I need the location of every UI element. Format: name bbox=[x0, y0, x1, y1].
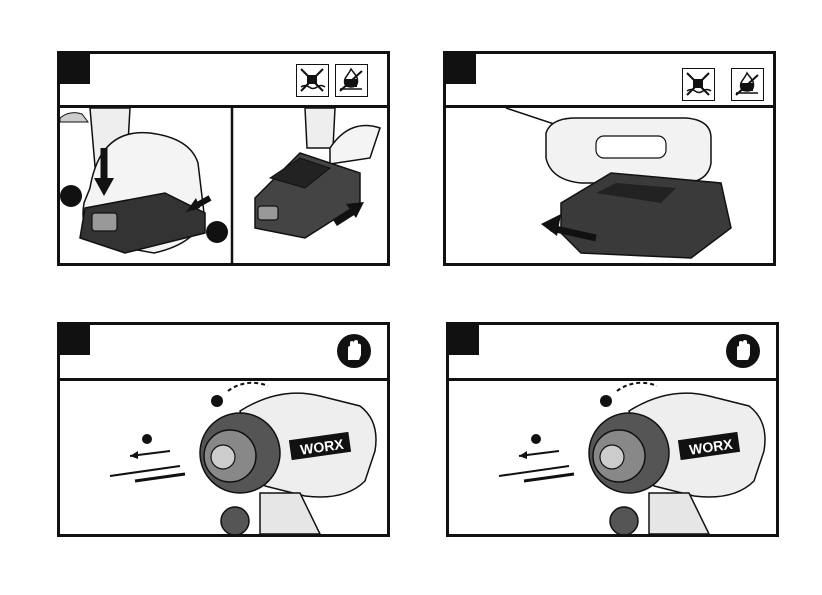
chuck-bit-insertion-illustration: WORX bbox=[60, 381, 387, 534]
step-panel-4: WORX bbox=[446, 322, 779, 537]
no-water-immersion-icon bbox=[682, 68, 715, 101]
no-water-immersion-icon bbox=[296, 64, 329, 97]
panel-body bbox=[60, 108, 387, 263]
callout-marker-1 bbox=[60, 185, 82, 207]
no-fire-icon bbox=[731, 68, 764, 101]
panel-body: WORX bbox=[449, 381, 776, 534]
step-number-badge bbox=[449, 325, 479, 355]
step-number-badge bbox=[446, 54, 476, 84]
remove-battery-illustration bbox=[255, 108, 380, 238]
panel-header bbox=[60, 325, 387, 381]
panel-header bbox=[60, 54, 387, 108]
callout-marker-2 bbox=[206, 221, 228, 243]
battery-charging-illustration bbox=[446, 108, 773, 263]
step-panel-3: WORX bbox=[57, 322, 390, 537]
step-panel-2 bbox=[443, 51, 776, 266]
wear-gloves-icon bbox=[337, 334, 371, 368]
panel-body: WORX bbox=[60, 381, 387, 534]
step-panel-1 bbox=[57, 51, 390, 266]
step-number-badge bbox=[60, 54, 90, 84]
step-number-badge bbox=[60, 325, 90, 355]
no-fire-icon bbox=[335, 64, 368, 97]
panel-body bbox=[446, 108, 773, 263]
panel-header bbox=[449, 325, 776, 381]
wear-gloves-icon bbox=[726, 334, 760, 368]
panel-header bbox=[446, 54, 773, 108]
chuck-bit-insertion-illustration: WORX bbox=[449, 381, 776, 534]
insert-battery-illustration bbox=[60, 108, 210, 253]
insert-remove-battery-illustration bbox=[60, 108, 387, 263]
